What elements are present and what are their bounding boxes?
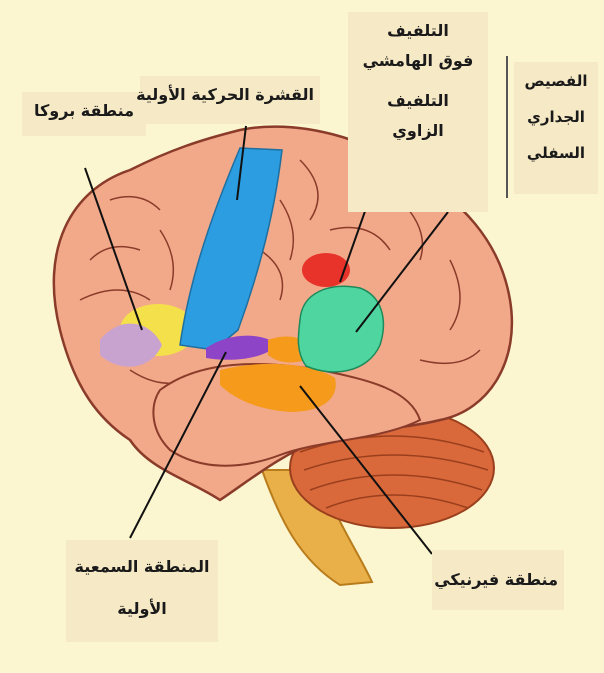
wernicke-text: منطقة فيرنيكي (438, 554, 558, 606)
primary-auditory-text-2: الأولية (72, 594, 212, 624)
inferior-parietal-text-2: الجداري (520, 102, 592, 132)
supramarginal-angular-label: التلفيف فوق الهامشي التلفيف الزاوي (348, 12, 488, 212)
supramarginal-text-2: فوق الهامشي (354, 46, 482, 76)
inferior-parietal-text-3: السفلي (520, 138, 592, 168)
supramarginal-text-1: التلفيف (354, 16, 482, 46)
broca-label: منطقة بروكا (22, 92, 146, 136)
primary-auditory-label: المنطقة السمعية الأولية (66, 540, 218, 642)
primary-motor-label: القشرة الحركية الأولية (140, 76, 320, 124)
wernicke-label: منطقة فيرنيكي (432, 550, 564, 610)
broca-text: منطقة بروكا (28, 96, 140, 126)
primary-motor-text: القشرة الحركية الأولية (146, 80, 314, 110)
angular-text-1: التلفيف (354, 86, 482, 116)
angular-area (298, 286, 383, 372)
angular-text-2: الزاوي (354, 116, 482, 146)
supramarginal-area (302, 253, 350, 287)
divider-line (506, 56, 508, 198)
inferior-parietal-label: الفصيص الجداري السفلي (514, 62, 598, 194)
inferior-parietal-text-1: الفصيص (520, 66, 592, 96)
primary-auditory-text-1: المنطقة السمعية (72, 552, 212, 582)
